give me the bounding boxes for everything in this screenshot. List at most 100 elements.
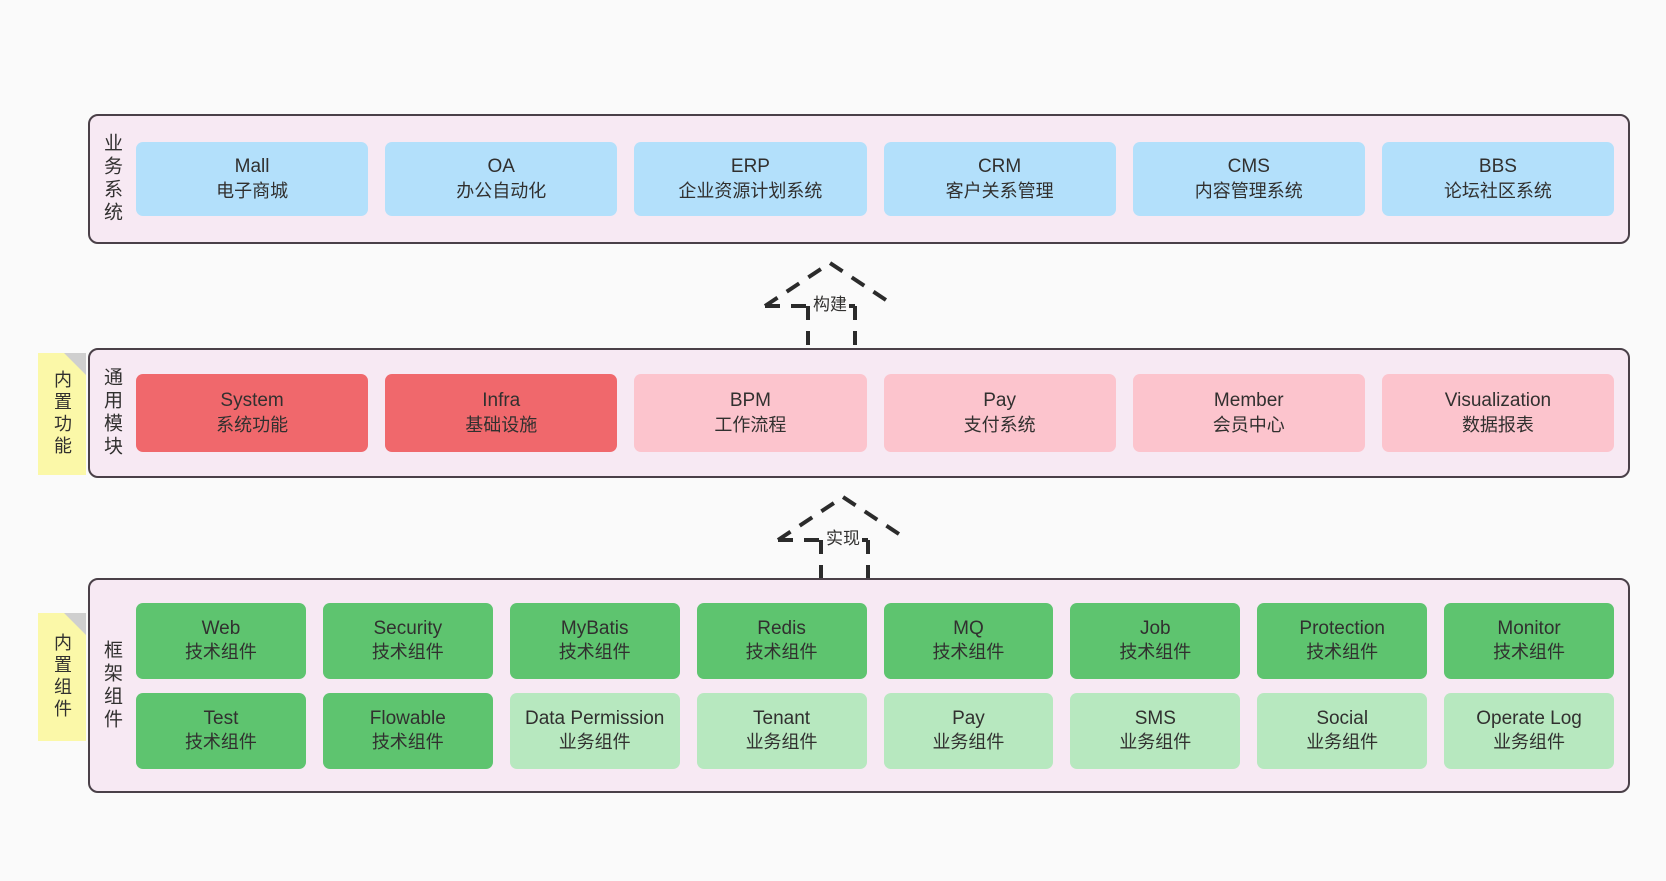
card-security[interactable]: Security 技术组件 [322, 602, 493, 679]
card-title: ERP [730, 156, 770, 178]
card-title: Monitor [1497, 617, 1561, 639]
card-subtitle: 客户关系管理 [945, 180, 1054, 201]
card-bpm[interactable]: BPM 工作流程 [634, 374, 867, 452]
card-operate-log[interactable]: Operate Log 业务组件 [1444, 692, 1614, 769]
card-infra[interactable]: Infra 基础设施 [385, 374, 618, 452]
card-subtitle: 业务组件 [558, 732, 631, 753]
card-title: Test [203, 707, 239, 729]
card-redis[interactable]: Redis 技术组件 [696, 602, 867, 679]
layer-caption-common-modules: 通用模块 [100, 367, 122, 459]
card-title: Pay [983, 390, 1016, 412]
card-title: Operate Log [1476, 707, 1582, 729]
card-subtitle: 会员中心 [1212, 414, 1285, 435]
card-pay-component[interactable]: Pay 业务组件 [883, 692, 1054, 769]
card-subtitle: 技术组件 [1119, 642, 1192, 663]
card-test[interactable]: Test 技术组件 [136, 692, 306, 769]
connector-implement: 实现 [773, 492, 923, 582]
card-social[interactable]: Social 业务组件 [1257, 692, 1428, 769]
card-subtitle: 电子商城 [216, 180, 289, 201]
card-row-technical: Web 技术组件 Security 技术组件 MyBatis 技术组件 Redi… [136, 602, 1614, 679]
card-subtitle: 技术组件 [184, 642, 257, 663]
card-title: Social [1316, 707, 1369, 729]
card-title: Redis [757, 617, 806, 639]
card-subtitle: 技术组件 [1493, 642, 1566, 663]
card-title: Visualization [1444, 390, 1552, 412]
card-row: Mall 电子商城 OA 办公自动化 ERP 企业资源计划系统 CRM 客户关系… [136, 142, 1615, 216]
card-subtitle: 技术组件 [745, 642, 818, 663]
card-subtitle: 数据报表 [1461, 414, 1534, 435]
card-tenant[interactable]: Tenant 业务组件 [696, 692, 867, 769]
card-mall[interactable]: Mall 电子商城 [136, 142, 369, 216]
sticky-note-label: 内置组件 [52, 633, 72, 721]
card-erp[interactable]: ERP 企业资源计划系统 [634, 142, 867, 216]
card-subtitle: 技术组件 [558, 642, 631, 663]
card-job[interactable]: Job 技术组件 [1070, 602, 1241, 679]
card-subtitle: 技术组件 [932, 642, 1005, 663]
card-sms[interactable]: SMS 业务组件 [1070, 692, 1241, 769]
card-web[interactable]: Web 技术组件 [136, 602, 306, 679]
connector-build: 构建 [760, 258, 910, 348]
card-protection[interactable]: Protection 技术组件 [1257, 602, 1428, 679]
card-title: Mall [234, 156, 270, 178]
card-title: Protection [1299, 617, 1385, 639]
card-oa[interactable]: OA 办公自动化 [385, 142, 618, 216]
card-title: BPM [729, 390, 772, 412]
card-title: Security [373, 617, 443, 639]
card-subtitle: 技术组件 [371, 642, 444, 663]
card-crm[interactable]: CRM 客户关系管理 [883, 142, 1116, 216]
card-title: SMS [1134, 707, 1176, 729]
layer-common-modules: 通用模块 System 系统功能 Infra 基础设施 BPM 工作流程 Pay… [88, 348, 1630, 478]
card-subtitle: 技术组件 [184, 732, 257, 753]
card-bbs[interactable]: BBS 论坛社区系统 [1381, 142, 1615, 216]
card-subtitle: 业务组件 [932, 732, 1005, 753]
card-subtitle: 工作流程 [714, 414, 787, 435]
connector-label-build: 构建 [811, 295, 849, 314]
card-title: Infra [482, 390, 521, 412]
card-subtitle: 业务组件 [1306, 732, 1379, 753]
card-title: MQ [953, 617, 984, 639]
card-monitor[interactable]: Monitor 技术组件 [1444, 602, 1614, 679]
card-title: Flowable [369, 707, 446, 729]
card-system[interactable]: System 系统功能 [136, 374, 369, 452]
card-subtitle: 基础设施 [465, 414, 538, 435]
card-data-permission[interactable]: Data Permission 业务组件 [509, 692, 680, 769]
generalization-arrow-icon [776, 494, 910, 580]
card-member[interactable]: Member 会员中心 [1132, 374, 1365, 452]
layer-body-framework-components: Web 技术组件 Security 技术组件 MyBatis 技术组件 Redi… [132, 580, 1628, 791]
card-subtitle: 企业资源计划系统 [678, 180, 823, 201]
card-title: Member [1213, 390, 1284, 412]
card-row: System 系统功能 Infra 基础设施 BPM 工作流程 Pay 支付系统… [136, 374, 1615, 452]
card-pay-module[interactable]: Pay 支付系统 [883, 374, 1116, 452]
card-visualization[interactable]: Visualization 数据报表 [1381, 374, 1615, 452]
card-title: Web [201, 617, 241, 639]
card-mq[interactable]: MQ 技术组件 [883, 602, 1054, 679]
sticky-note-builtin-components: 内置组件 [38, 613, 86, 741]
card-title: OA [487, 156, 515, 178]
card-mybatis[interactable]: MyBatis 技术组件 [509, 602, 680, 679]
card-title: Data Permission [524, 707, 665, 729]
layer-business-systems: 业务系统 Mall 电子商城 OA 办公自动化 ERP 企业资源计划系统 CRM… [88, 114, 1630, 244]
card-title: CMS [1227, 156, 1270, 178]
card-title: Tenant [753, 707, 811, 729]
card-subtitle: 系统功能 [216, 414, 289, 435]
card-subtitle: 业务组件 [1493, 732, 1566, 753]
layer-caption-business-systems: 业务系统 [100, 133, 122, 225]
card-subtitle: 技术组件 [371, 732, 444, 753]
layer-framework-components: 框架组件 Web 技术组件 Security 技术组件 MyBatis 技术组件… [88, 578, 1630, 793]
card-flowable[interactable]: Flowable 技术组件 [322, 692, 493, 769]
sticky-note-label: 内置功能 [52, 370, 72, 458]
card-subtitle: 业务组件 [1119, 732, 1192, 753]
card-subtitle: 业务组件 [745, 732, 818, 753]
card-subtitle: 技术组件 [1306, 642, 1379, 663]
sticky-note-builtin-features: 内置功能 [38, 353, 86, 475]
card-title: CRM [977, 156, 1022, 178]
card-cms[interactable]: CMS 内容管理系统 [1132, 142, 1365, 216]
layer-body-common-modules: System 系统功能 Infra 基础设施 BPM 工作流程 Pay 支付系统… [132, 350, 1628, 476]
card-title: Pay [952, 707, 985, 729]
card-subtitle: 内容管理系统 [1194, 180, 1303, 201]
card-subtitle: 办公自动化 [456, 180, 547, 201]
card-title: System [220, 390, 284, 412]
connector-label-implement: 实现 [824, 529, 862, 548]
card-subtitle: 论坛社区系统 [1443, 180, 1552, 201]
